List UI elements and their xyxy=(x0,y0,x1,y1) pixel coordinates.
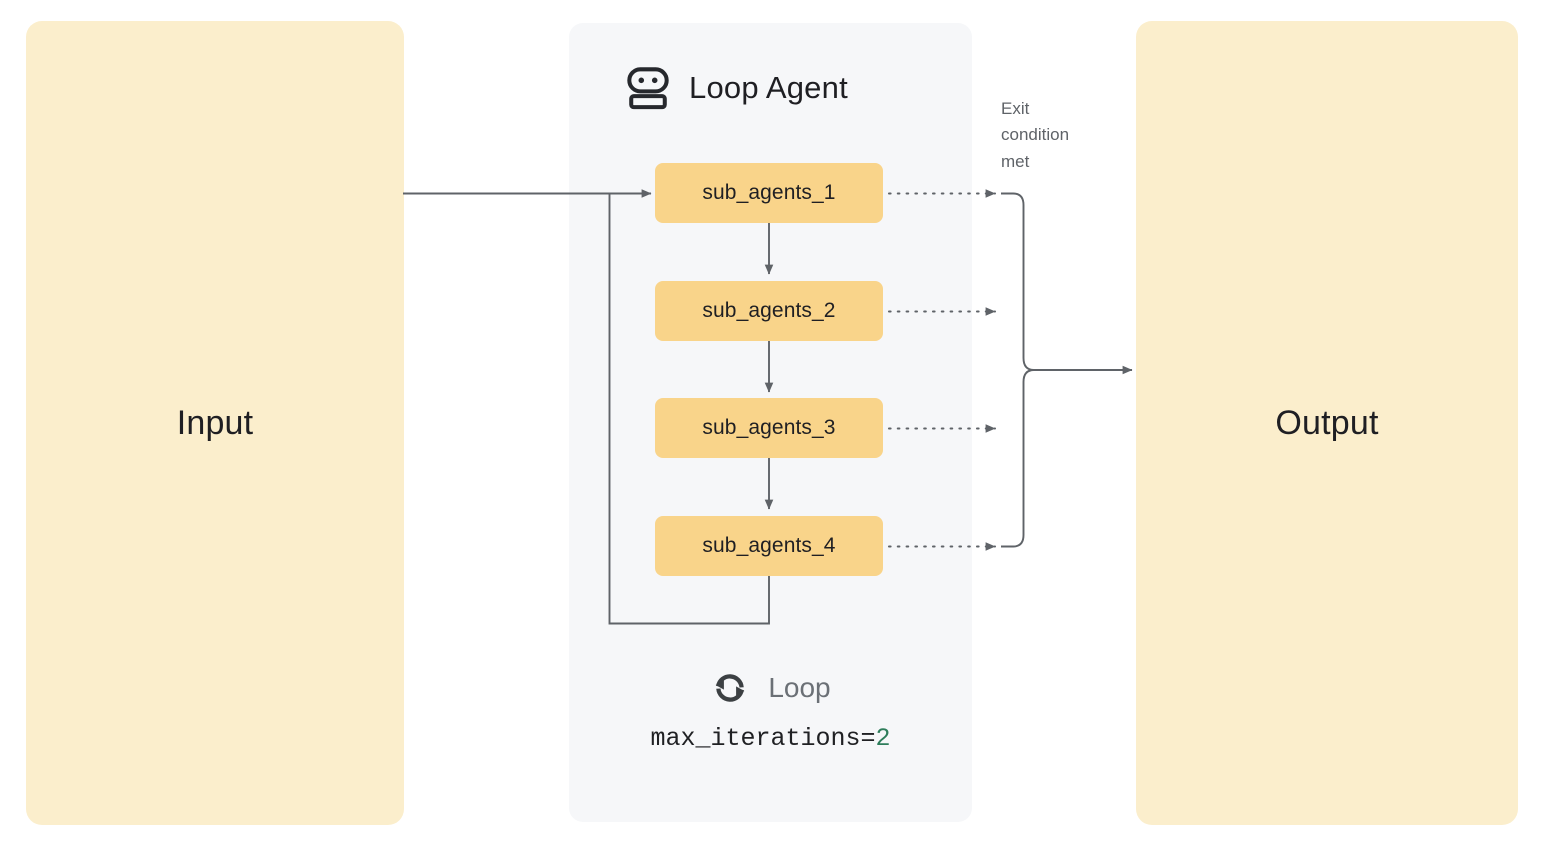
loop-refresh-icon xyxy=(715,674,745,702)
input-label: Input xyxy=(176,403,254,442)
sub-agent-box-2[interactable]: sub_agents_2 xyxy=(655,281,883,341)
max-iterations-value: 2 xyxy=(875,724,891,753)
sub-agent-box-1[interactable]: sub_agents_1 xyxy=(655,163,883,223)
loop-agent-title: Loop Agent xyxy=(689,70,848,105)
loop-label: Loop xyxy=(768,672,831,703)
edge-collector-lower xyxy=(1001,369,1035,548)
output-label: Output xyxy=(1275,403,1379,442)
input-panel: Input xyxy=(26,21,404,825)
exit-condition-label: Exit condition met xyxy=(1001,96,1111,175)
exit-condition-line-3: met xyxy=(1001,151,1030,171)
max-iterations-text: max_iterations=2 xyxy=(569,724,972,753)
sub-agent-box-4[interactable]: sub_agents_4 xyxy=(655,516,883,576)
sub-agent-box-3[interactable]: sub_agents_3 xyxy=(655,398,883,458)
exit-condition-line-1: Exit xyxy=(1001,99,1030,118)
loop-row: Loop xyxy=(569,668,972,708)
robot-icon xyxy=(627,67,669,110)
loop-footer: Loop max_iterations=2 xyxy=(569,668,972,753)
exit-condition-line-2: condition xyxy=(1001,125,1070,145)
output-panel: Output xyxy=(1136,21,1518,825)
loop-agent-container: Loop Agent sub_agents_1 sub_agents_2 sub… xyxy=(569,23,972,822)
loop-agent-header: Loop Agent xyxy=(625,65,848,111)
edge-collector-upper xyxy=(1001,192,1035,371)
max-iterations-key: max_iterations= xyxy=(650,724,876,753)
